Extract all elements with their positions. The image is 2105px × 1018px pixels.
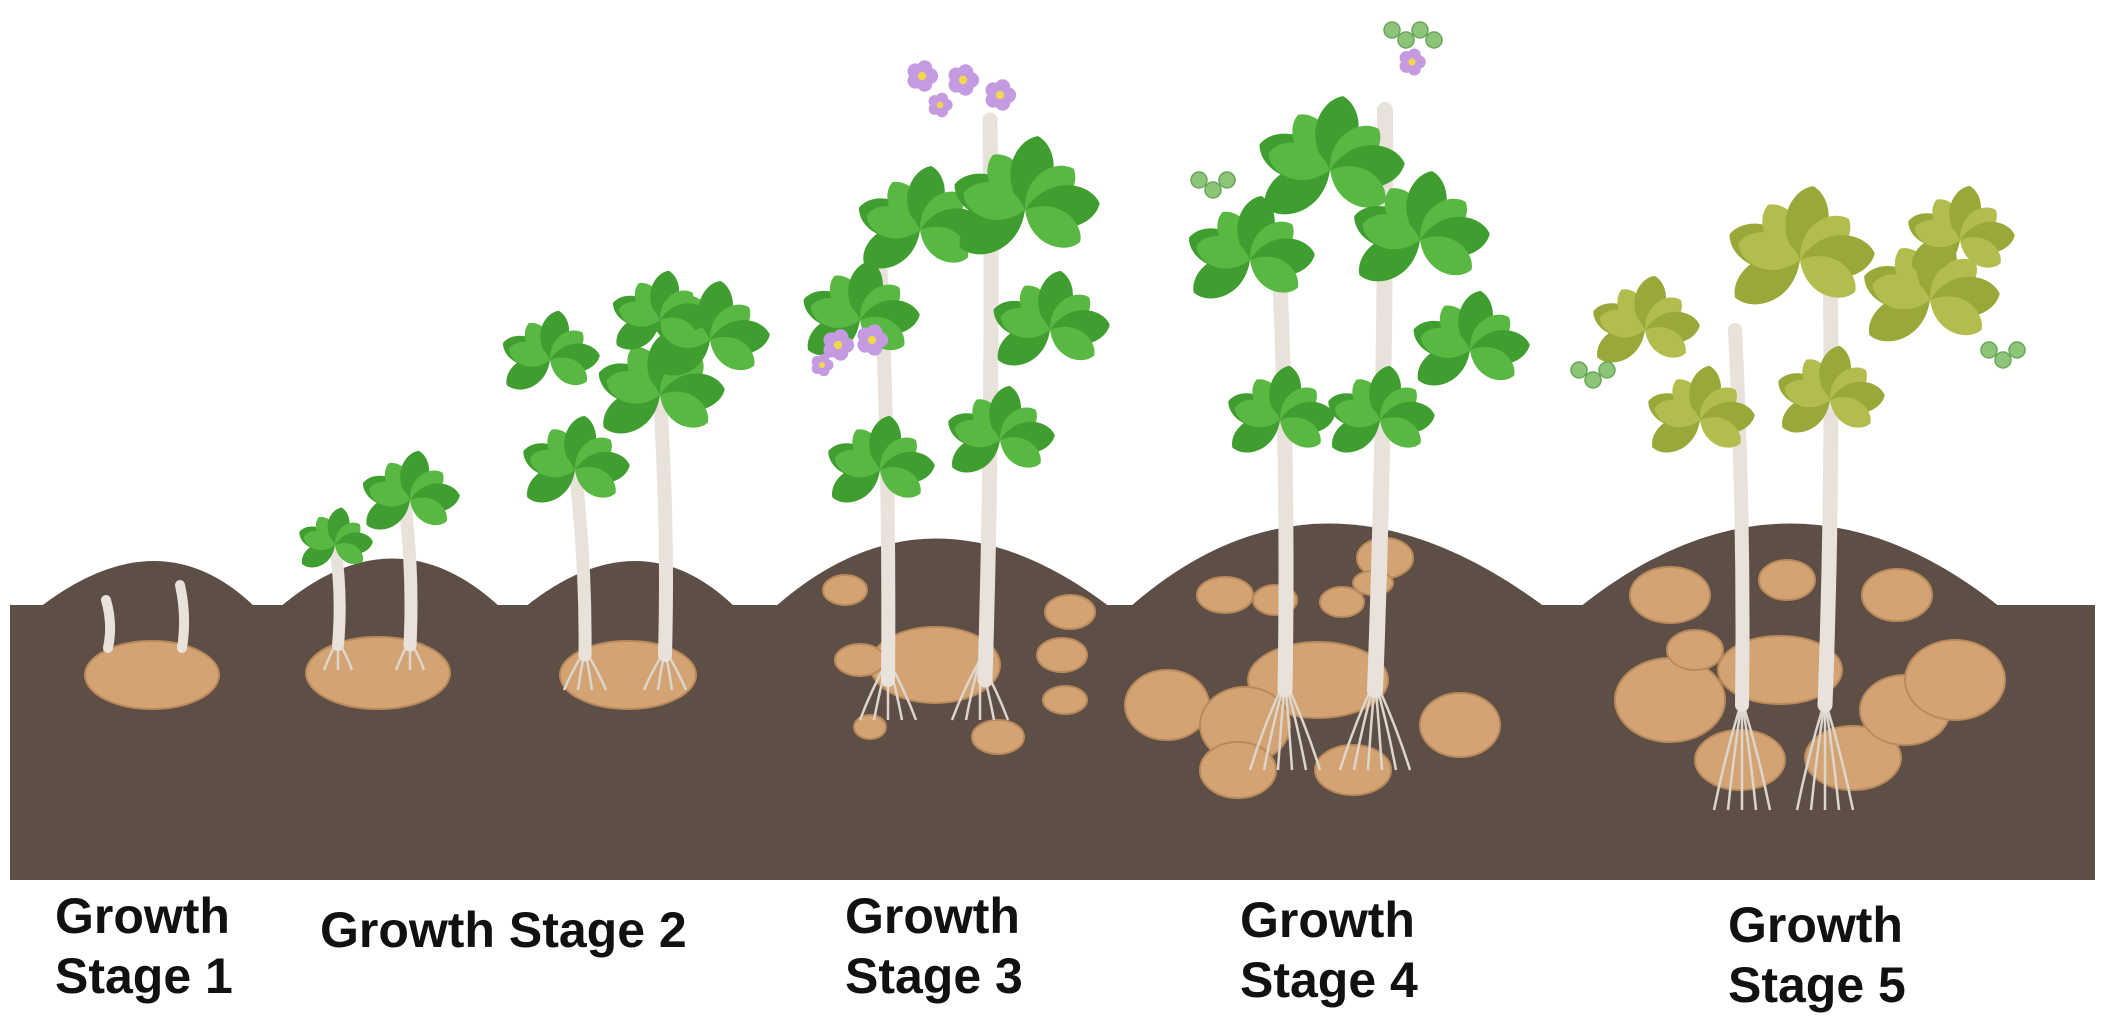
potato-tuber [1420, 693, 1500, 757]
bud [1571, 362, 1587, 378]
stage-1-label-line-2: Stage 1 [55, 946, 233, 1006]
bud [1599, 362, 1615, 378]
flower-center [918, 72, 926, 80]
flower-center [819, 362, 825, 368]
bud [1981, 342, 1997, 358]
potato-tuber [1045, 595, 1095, 629]
plant-stem [335, 545, 340, 645]
soil-mound [525, 561, 735, 607]
stage-4-label-line-2: Stage 4 [1240, 950, 1418, 1010]
potato-tuber [835, 644, 885, 676]
stage-3-label-line-2: Stage 3 [845, 946, 1023, 1006]
potato-tuber [1695, 730, 1785, 790]
stage-4-label: Growth Stage 4 [1240, 890, 1418, 1010]
potato-tuber [1037, 638, 1087, 672]
potato-tuber [1197, 577, 1253, 613]
plant-stem [1280, 280, 1286, 690]
plant-stem [660, 400, 666, 655]
plant-stem [180, 585, 184, 648]
potato-tuber [1615, 658, 1725, 742]
potato-tuber [306, 637, 450, 709]
plant-stem [1825, 250, 1831, 705]
flower-center [1408, 58, 1415, 65]
stage-2-label-line-1: Growth Stage 2 [320, 900, 687, 960]
bud [1191, 172, 1207, 188]
plant-stem [1735, 330, 1743, 705]
bud [1426, 32, 1442, 48]
plant-stem [405, 505, 411, 645]
potato-tuber [1667, 630, 1723, 670]
stage-4-plant [798, 60, 1111, 754]
potato-tuber [1630, 567, 1710, 623]
potato-tuber [1315, 745, 1391, 795]
bud [2009, 342, 2025, 358]
flower-center [959, 76, 967, 84]
bud [1384, 22, 1400, 38]
potato-tuber [972, 720, 1024, 754]
stage-3-label-line-1: Growth [845, 886, 1023, 946]
potato-tuber [1125, 670, 1209, 740]
stage-5-label: Growth Stage 5 [1728, 895, 1906, 1015]
plant-stem [106, 600, 110, 648]
flower-center [868, 336, 876, 344]
bud [1219, 172, 1235, 188]
flower-center [996, 91, 1004, 99]
potato-tuber [1905, 640, 2005, 720]
stage-2-label: Growth Stage 2 [320, 900, 687, 960]
stage-5-label-line-2: Stage 5 [1728, 955, 1906, 1015]
bud [1995, 352, 2011, 368]
potato-tuber [1043, 686, 1087, 714]
bud [1412, 22, 1428, 38]
potato-tuber [1759, 560, 1815, 600]
flower-center [937, 102, 944, 109]
stage-1-label-line-1: Growth [55, 886, 233, 946]
bud [1205, 182, 1221, 198]
bud [1398, 32, 1414, 48]
potato-tuber [1862, 569, 1932, 621]
potato-tuber [854, 715, 886, 739]
stage-3-label: Growth Stage 3 [845, 886, 1023, 1006]
soil-mound [40, 561, 255, 607]
potato-tuber [823, 575, 867, 605]
bud [1585, 372, 1601, 388]
stage-1-label: Growth Stage 1 [55, 886, 233, 1006]
stage-4-label-line-1: Growth [1240, 890, 1418, 950]
flower-center [834, 341, 842, 349]
stage-5-label-line-1: Growth [1728, 895, 1906, 955]
